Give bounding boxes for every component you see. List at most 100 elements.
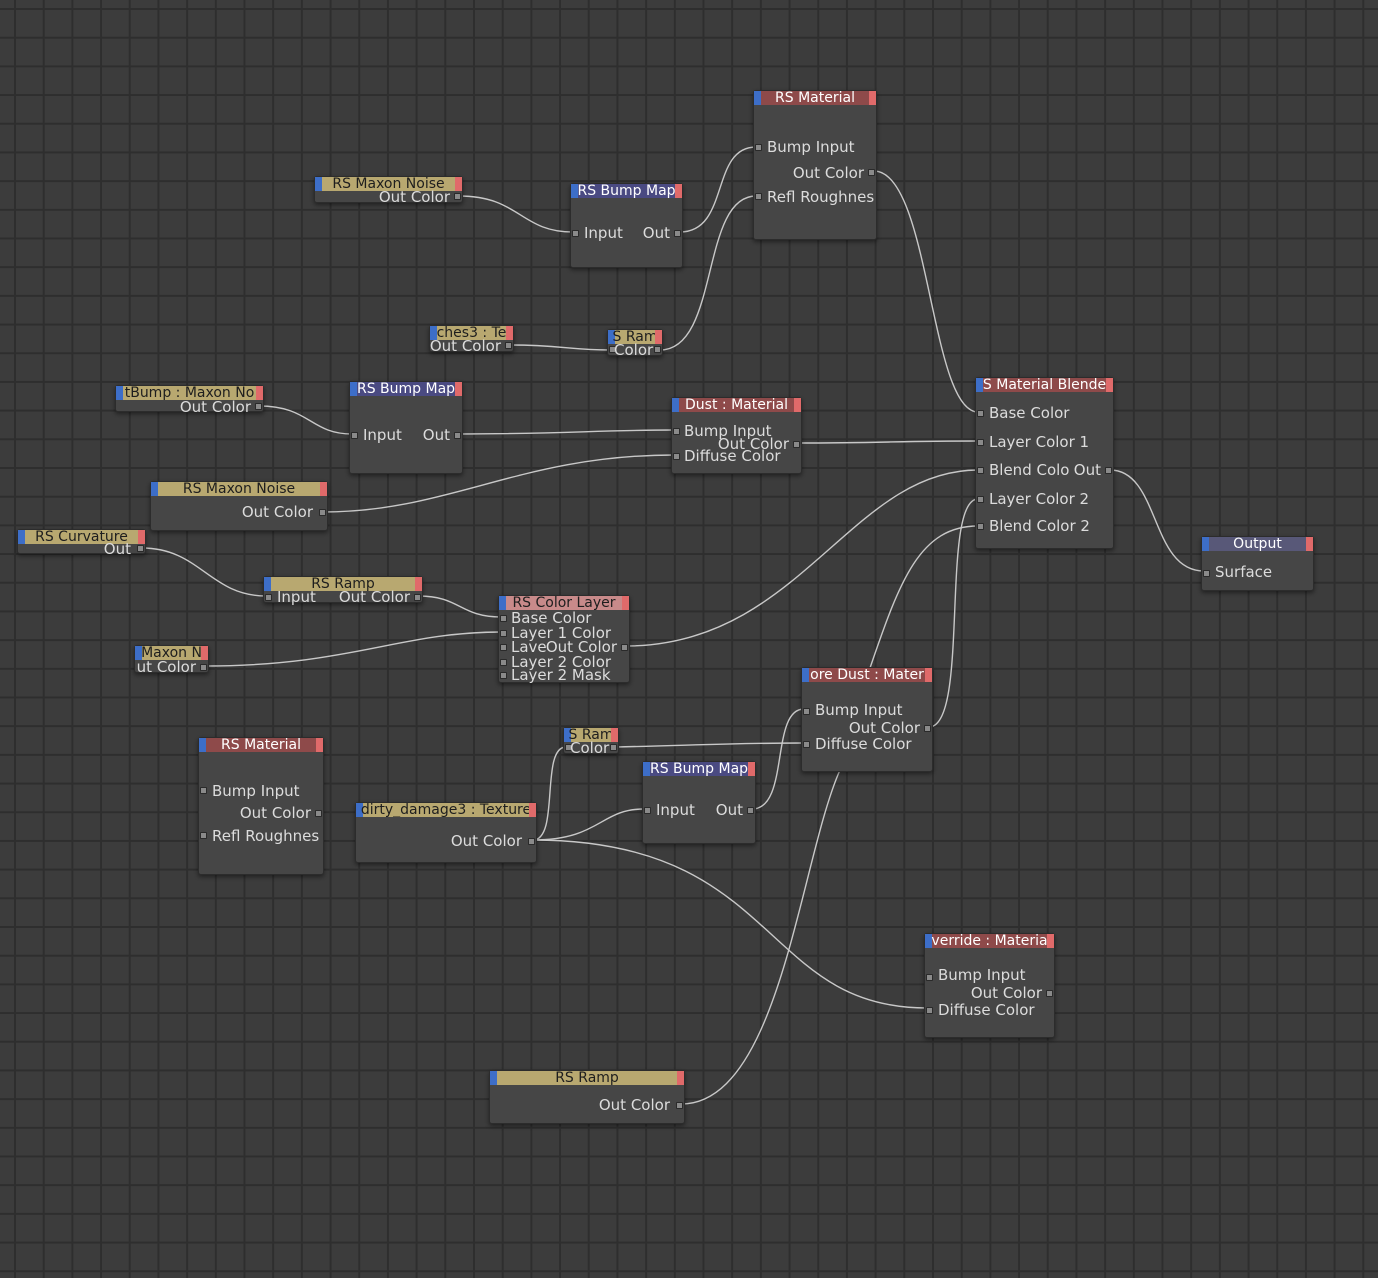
input-socket[interactable]: [500, 644, 507, 651]
output-socket[interactable]: [454, 432, 461, 439]
ramp-node[interactable]: S Ram Color: [607, 329, 663, 358]
input-socket[interactable]: [926, 1007, 933, 1014]
input-socket[interactable]: [265, 594, 272, 601]
ramp-node[interactable]: S Ram Color: [563, 727, 619, 756]
output-socket[interactable]: [454, 193, 461, 200]
wire-dirty-to-bump: [532, 808, 645, 841]
input-socket[interactable]: [644, 807, 651, 814]
curvature-node[interactable]: RS Curvature Out: [17, 529, 146, 557]
node-header[interactable]: ore Dust : Mater: [802, 668, 932, 682]
maxon-noise-node[interactable]: RS Maxon Noise Out Color: [314, 176, 463, 205]
input-socket[interactable]: [803, 741, 810, 748]
dust-material-node[interactable]: Dust : Material Bump Input Out Color Dif…: [671, 397, 802, 474]
input-socket[interactable]: [500, 659, 507, 666]
input-socket[interactable]: [500, 672, 507, 679]
ramp-node[interactable]: RS Ramp Input Out Color: [263, 576, 423, 605]
bump-map-node[interactable]: RS Bump Map Input Out: [642, 761, 756, 844]
node-header[interactable]: ches3 : Te: [430, 326, 513, 340]
rs-material-node[interactable]: RS Material Bump Input Out Color Refl Ro…: [198, 737, 324, 875]
node-header[interactable]: RS Color Layer: [499, 596, 629, 610]
maxon-noise-node[interactable]: Maxon N ut Color: [134, 645, 209, 675]
input-socket[interactable]: [926, 974, 933, 981]
input-socket[interactable]: [500, 630, 507, 637]
output-socket[interactable]: [319, 509, 326, 516]
node-title: RS Bump Map: [356, 382, 456, 396]
output-socket[interactable]: [1105, 467, 1112, 474]
input-socket[interactable]: [673, 453, 680, 460]
node-header[interactable]: RS Ramp: [490, 1071, 684, 1085]
input-socket[interactable]: [755, 144, 762, 151]
bump-map-node[interactable]: RS Bump Map Input Out: [570, 183, 683, 268]
input-socket[interactable]: [500, 615, 507, 622]
input-socket[interactable]: [609, 346, 616, 353]
port-label: Blend Colo: [989, 461, 1070, 479]
input-socket[interactable]: [200, 787, 207, 794]
output-node[interactable]: Output Surface: [1201, 536, 1314, 591]
dirty-texture-node[interactable]: dirty_damage3 : Texture Out Color: [355, 802, 537, 863]
input-socket[interactable]: [565, 744, 572, 751]
node-header[interactable]: S Ram: [608, 330, 662, 344]
node-header[interactable]: RS Maxon Noise: [151, 482, 327, 496]
output-socket[interactable]: [1046, 990, 1053, 997]
maxon-noise-node[interactable]: RS Maxon Noise Out Color: [150, 481, 328, 531]
port-label: Input: [363, 426, 402, 444]
node-header[interactable]: RS Material: [199, 738, 323, 752]
node-header[interactable]: RS Curvature: [18, 530, 145, 544]
output-socket[interactable]: [610, 744, 617, 751]
input-socket[interactable]: [755, 193, 762, 200]
output-socket[interactable]: [315, 810, 322, 817]
output-socket[interactable]: [674, 230, 681, 237]
node-header[interactable]: Maxon N: [135, 646, 208, 660]
input-socket[interactable]: [803, 708, 810, 715]
wire-dirty-to-override: [532, 839, 928, 1009]
bump-map-node[interactable]: RS Bump Map Input Out: [349, 381, 463, 474]
port-accent: [201, 646, 208, 660]
color-layer-node[interactable]: RS Color Layer Base Color Layer 1 Color …: [498, 595, 630, 683]
output-socket[interactable]: [868, 169, 875, 176]
wire-blender-to-output: [1109, 469, 1205, 572]
output-socket[interactable]: [621, 644, 628, 651]
output-socket[interactable]: [414, 594, 421, 601]
input-socket[interactable]: [977, 439, 984, 446]
output-socket[interactable]: [528, 838, 535, 845]
core-dust-material-node[interactable]: ore Dust : Mater Bump Input Out Color Di…: [801, 667, 933, 772]
node-title: Maxon N: [141, 646, 202, 660]
output-socket[interactable]: [676, 1102, 683, 1109]
output-socket[interactable]: [654, 346, 661, 353]
output-socket[interactable]: [255, 403, 262, 410]
input-socket[interactable]: [200, 832, 207, 839]
input-socket[interactable]: [351, 432, 358, 439]
node-header[interactable]: RS Bump Map: [643, 762, 755, 776]
node-header[interactable]: RS Bump Map: [571, 184, 682, 198]
output-socket[interactable]: [793, 441, 800, 448]
texture-node[interactable]: ches3 : Te Out Color: [429, 325, 514, 354]
output-socket[interactable]: [137, 545, 144, 552]
rs-material-node[interactable]: RS Material Bump Input Out Color Refl Ro…: [753, 90, 877, 240]
node-header[interactable]: RS Ramp: [264, 577, 422, 591]
tbump-noise-node[interactable]: tBump : Maxon No Out Color: [115, 385, 264, 415]
node-header[interactable]: tBump : Maxon No: [116, 386, 263, 400]
node-header[interactable]: RS Maxon Noise: [315, 177, 462, 191]
node-header[interactable]: RS Material: [754, 91, 876, 105]
node-header[interactable]: RS Bump Map: [350, 382, 462, 396]
ramp-node[interactable]: RS Ramp Out Color: [489, 1070, 685, 1124]
input-socket[interactable]: [572, 230, 579, 237]
node-header[interactable]: Output: [1202, 537, 1313, 551]
node-header[interactable]: dirty_damage3 : Texture: [356, 803, 536, 817]
input-socket[interactable]: [1203, 570, 1210, 577]
node-header[interactable]: S Material Blende: [976, 378, 1113, 392]
input-socket[interactable]: [977, 496, 984, 503]
output-socket[interactable]: [924, 725, 931, 732]
material-blender-node[interactable]: S Material Blende Base Color Layer Color…: [975, 377, 1114, 549]
input-socket[interactable]: [977, 467, 984, 474]
output-socket[interactable]: [200, 664, 207, 671]
override-material-node[interactable]: verride : Materia Bump Input Out Color D…: [924, 933, 1055, 1038]
node-header[interactable]: verride : Materia: [925, 934, 1054, 948]
node-header[interactable]: Dust : Material: [672, 398, 801, 412]
node-header[interactable]: S Ram: [564, 728, 618, 742]
input-socket[interactable]: [977, 523, 984, 530]
input-socket[interactable]: [977, 410, 984, 417]
output-socket[interactable]: [505, 342, 512, 349]
output-socket[interactable]: [747, 807, 754, 814]
input-socket[interactable]: [673, 428, 680, 435]
